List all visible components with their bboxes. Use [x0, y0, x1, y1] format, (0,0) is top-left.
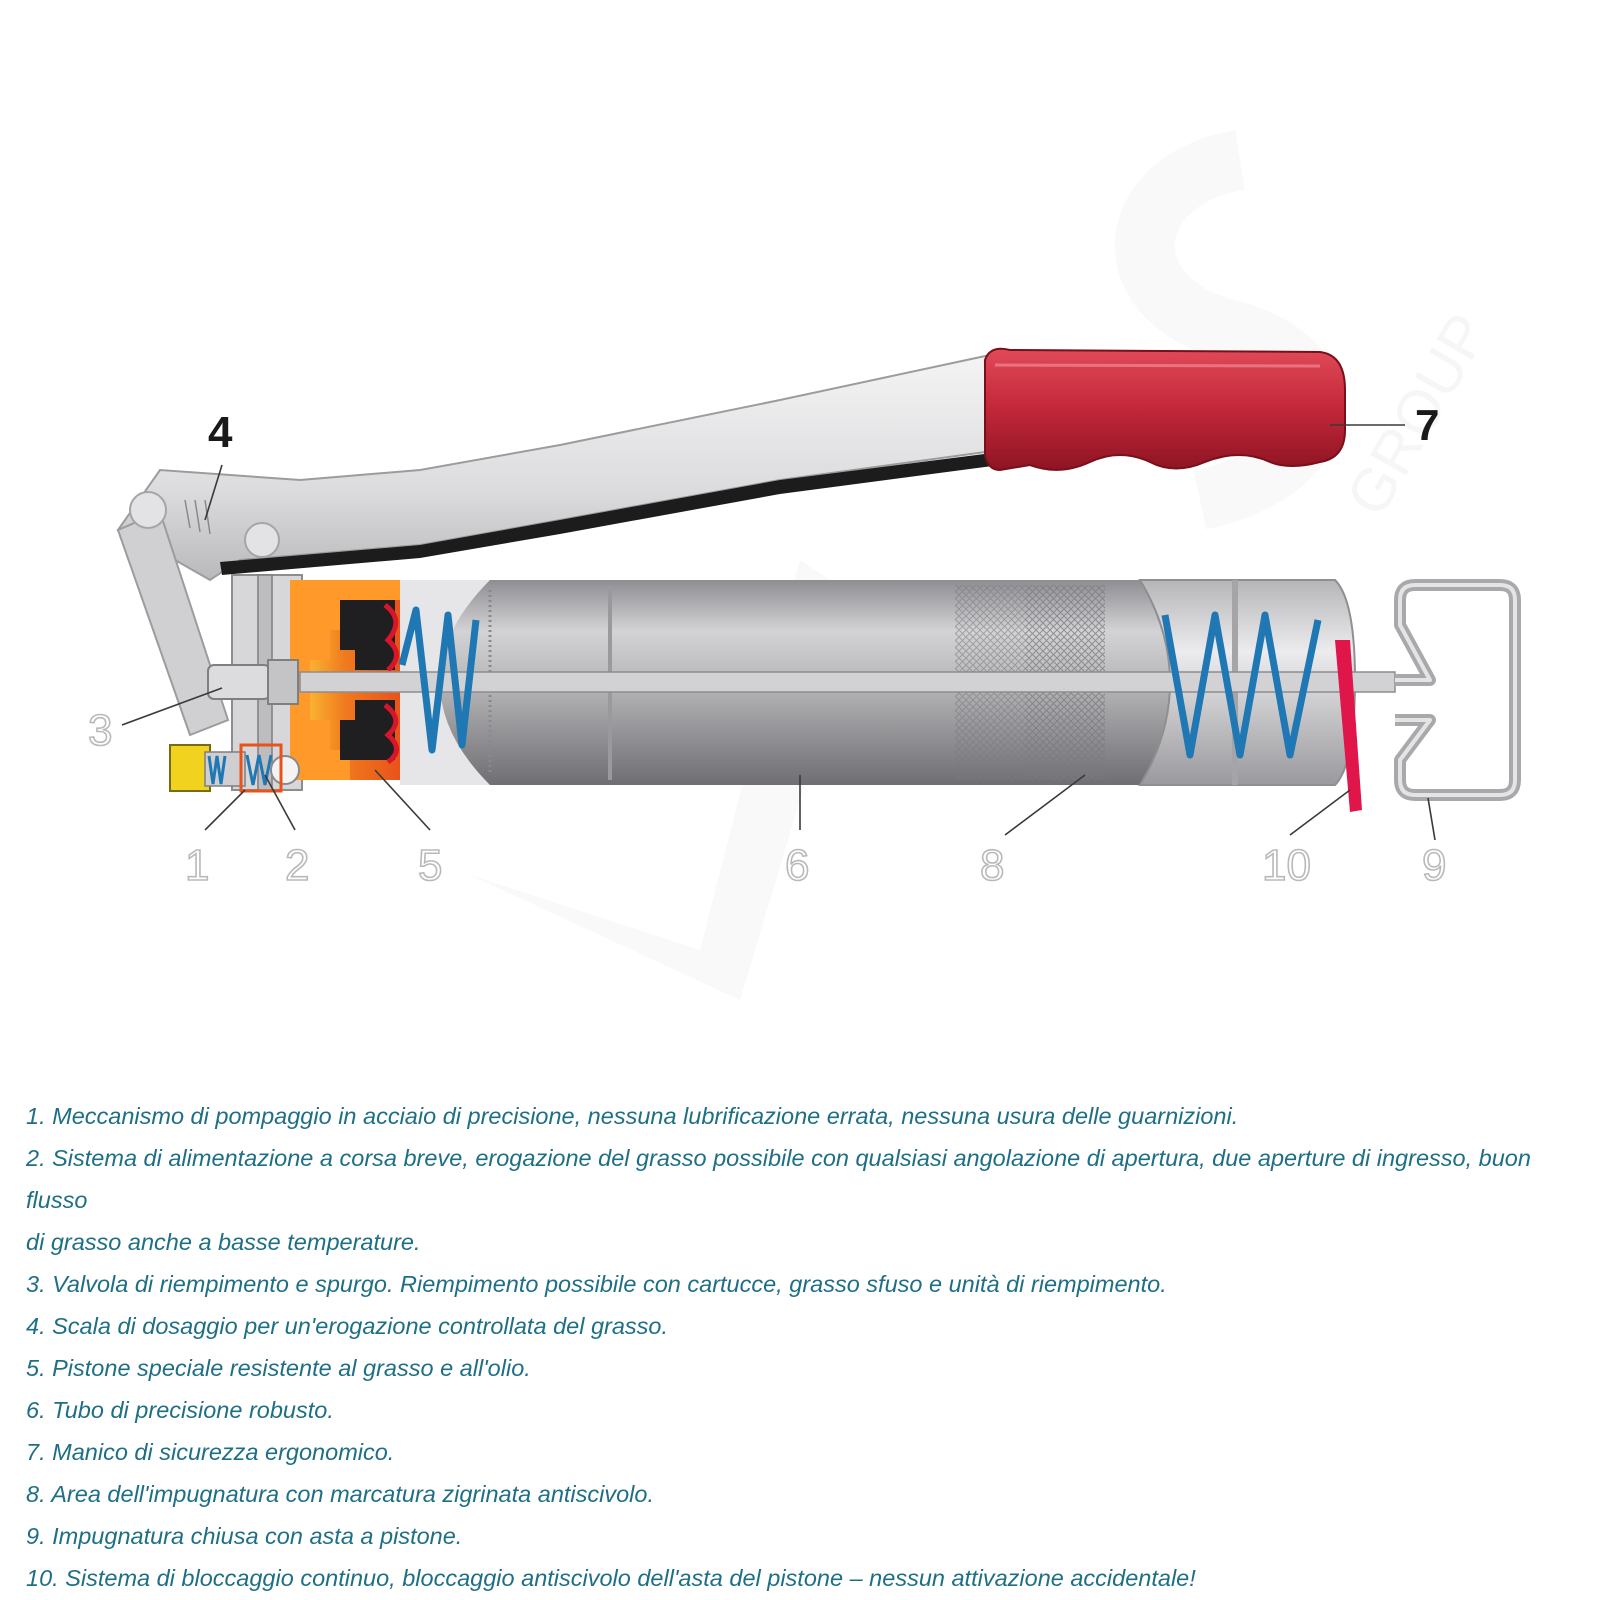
lever-pivot-2: [244, 522, 280, 558]
description-line-6: 6. Tubo di precisione robusto.: [26, 1397, 334, 1423]
check-ball: [270, 755, 300, 785]
handle-grip: [984, 347, 1346, 472]
callout-1: 1: [185, 841, 209, 890]
description-line-2: 2. Sistema di alimentazione a corsa brev…: [26, 1145, 1531, 1213]
description-line-4: 4. Scala di dosaggio per un'erogazione c…: [26, 1313, 669, 1339]
callout-8: 8: [980, 841, 1004, 890]
fill-valve: [207, 659, 299, 705]
piston: [340, 600, 399, 765]
description-line-8: 8. Area dell'impugnatura con marcatura z…: [26, 1481, 654, 1507]
callout-6: 6: [785, 841, 809, 890]
description-line-9: 9. Impugnatura chiusa con asta a pistone…: [26, 1523, 463, 1549]
callout-3: 3: [88, 706, 112, 755]
callout-7: 7: [1415, 401, 1439, 450]
dosage-scale: [184, 499, 211, 535]
t-handle: [1394, 579, 1521, 801]
callout-9: 9: [1422, 841, 1446, 890]
description-line-7: 7. Manico di sicurezza ergonomico.: [26, 1439, 395, 1465]
description-line-3: 3. Valvola di riempimento e spurgo. Riem…: [26, 1271, 1167, 1297]
lever-arm: [116, 353, 1002, 737]
feature-description-list: 1. Meccanismo di pompaggio in acciaio di…: [26, 1095, 1586, 1599]
description-line-1: 1. Meccanismo di pompaggio in acciaio di…: [26, 1103, 1239, 1129]
callout-10: 10: [1262, 841, 1311, 890]
callout-2: 2: [285, 841, 309, 890]
spring-front: [398, 606, 480, 754]
spring-rear: [1161, 611, 1322, 759]
lock-lever: [1335, 640, 1362, 812]
description-line-2-continued: di grasso anche a basse temperature.: [26, 1229, 421, 1255]
description-line-5: 5. Pistone speciale resistente al grasso…: [26, 1355, 531, 1381]
grease-gun-diagram: GROUP: [87, 347, 1521, 891]
callout-4: 4: [208, 408, 233, 457]
description-line-10: 10. Sistema di bloccaggio continuo, bloc…: [26, 1565, 1196, 1591]
pump-mechanism: [169, 743, 300, 793]
callout-5: 5: [418, 841, 442, 890]
lever-pivot-1: [129, 491, 167, 529]
callout-labels: 4 7 3 1 2 5 6 8 10 9: [87, 401, 1447, 891]
leader-lines: [121, 424, 1436, 841]
